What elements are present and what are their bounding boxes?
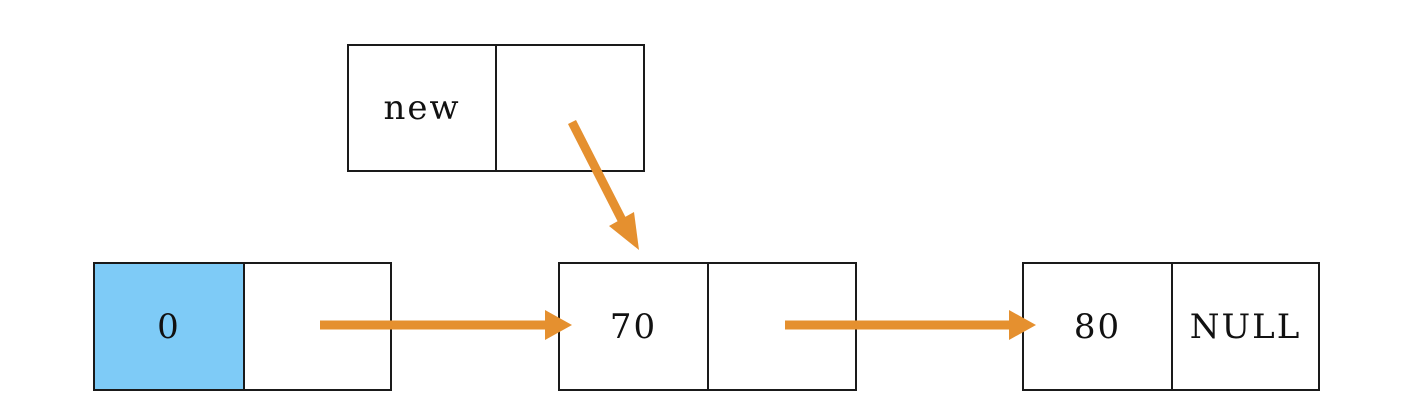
node-head-data-cell: 0 <box>95 264 245 389</box>
node-head-pointer-cell <box>245 264 390 389</box>
new-node-data-cell: new <box>349 46 497 170</box>
node-80-pointer-value: NULL <box>1189 306 1302 347</box>
node-80: 80 NULL <box>1022 262 1320 391</box>
node-70-data-cell: 70 <box>560 264 709 389</box>
node-70: 70 <box>558 262 857 391</box>
node-head: 0 <box>93 262 392 391</box>
node-70-data-value: 70 <box>609 306 658 347</box>
new-node-box: new <box>347 44 645 172</box>
node-head-data-value: 0 <box>157 306 181 347</box>
new-node-data-value: new <box>383 88 461 128</box>
new-node-pointer-cell <box>497 46 643 170</box>
node-80-data-cell: 80 <box>1024 264 1173 389</box>
node-70-pointer-cell <box>709 264 855 389</box>
node-80-data-value: 80 <box>1073 306 1122 347</box>
node-80-pointer-cell: NULL <box>1173 264 1318 389</box>
